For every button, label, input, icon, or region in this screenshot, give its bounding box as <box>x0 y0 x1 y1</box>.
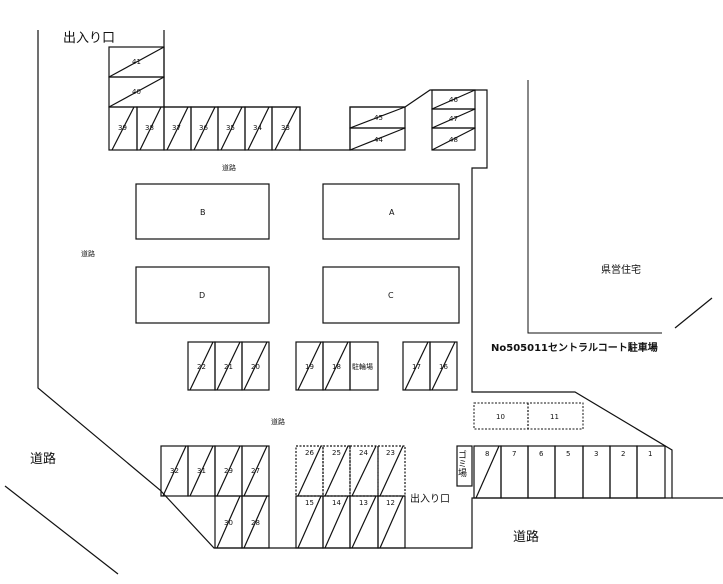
slot-6: 6 <box>539 450 544 458</box>
slot-25: 25 <box>332 449 341 457</box>
slot-28: 28 <box>251 519 260 527</box>
slot-46: 46 <box>449 96 458 104</box>
slot-5: 5 <box>566 450 570 458</box>
road-mid-label: 道路 <box>271 417 285 426</box>
bicycle-label: 駐輪場 <box>352 362 373 371</box>
garbage-label: ゴミ場 <box>456 449 467 478</box>
boundary-slash-right <box>674 297 713 329</box>
slot-22: 22 <box>197 363 206 371</box>
slot-32: 32 <box>170 467 179 475</box>
slot-41: 41 <box>132 58 141 66</box>
slot-8: 8 <box>485 450 489 458</box>
road-top-label: 道路 <box>222 163 236 172</box>
slot-21: 21 <box>224 363 233 371</box>
slot-3: 3 <box>594 450 598 458</box>
slot-34: 34 <box>253 124 262 132</box>
slot-27: 27 <box>251 467 260 475</box>
slot-47: 47 <box>449 115 458 123</box>
building-b <box>135 183 270 240</box>
slot-30: 30 <box>224 519 233 527</box>
slot-35: 35 <box>226 124 235 132</box>
slot-39: 39 <box>118 124 127 132</box>
slot-10: 10 <box>496 413 505 421</box>
slot-19: 19 <box>305 363 314 371</box>
road-left-label: 道路 <box>81 249 95 258</box>
building-c-label: C <box>388 291 394 300</box>
slot-31: 31 <box>197 467 206 475</box>
prefectural-label: 県営住宅 <box>601 263 641 276</box>
building-c <box>322 266 460 324</box>
road-bl-label: 道路 <box>30 451 56 467</box>
slot-44: 44 <box>374 136 383 144</box>
road-br-label: 道路 <box>513 529 539 545</box>
slot-26: 26 <box>305 449 314 457</box>
slot-37: 37 <box>172 124 181 132</box>
slot-38: 38 <box>145 124 154 132</box>
slot-40: 40 <box>132 88 141 96</box>
slot-12: 12 <box>386 499 395 507</box>
boundary-slash-left <box>4 485 119 575</box>
slot-18: 18 <box>332 363 341 371</box>
entrance-bottom-label: 出入り口 <box>410 492 450 505</box>
slot-16: 16 <box>439 363 448 371</box>
slot-17: 17 <box>412 363 421 371</box>
building-a <box>322 183 460 240</box>
parking-name: No505011セントラルコート駐車場 <box>491 341 658 354</box>
slot-1: 1 <box>648 450 652 458</box>
slot-45: 45 <box>374 114 383 122</box>
slot-2: 2 <box>621 450 625 458</box>
slot-24: 24 <box>359 449 368 457</box>
slot-11: 11 <box>550 413 559 421</box>
prefectural-boundary <box>527 80 662 334</box>
slot-48: 48 <box>449 136 458 144</box>
slot-20: 20 <box>251 363 260 371</box>
slot-14: 14 <box>332 499 341 507</box>
building-d <box>135 266 270 324</box>
slot-15: 15 <box>305 499 314 507</box>
building-a-label: A <box>389 208 395 217</box>
slot-36: 36 <box>199 124 208 132</box>
building-d-label: D <box>199 291 205 300</box>
slot-23: 23 <box>386 449 395 457</box>
slot-33: 33 <box>281 124 290 132</box>
building-b-label: B <box>200 208 206 217</box>
slot-13: 13 <box>359 499 368 507</box>
entrance-top-label: 出入り口 <box>63 31 115 46</box>
slot-29: 29 <box>224 467 233 475</box>
slot-7: 7 <box>512 450 516 458</box>
